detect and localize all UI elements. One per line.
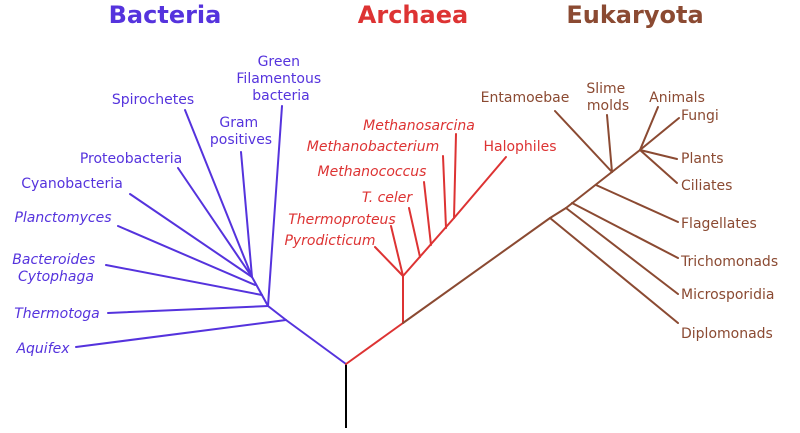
archaea-branches bbox=[345, 133, 507, 365]
microsporidia-label: Microsporidia bbox=[681, 287, 774, 303]
slime-molds-branch-line bbox=[606, 114, 613, 173]
cyanobacteria-branch-line bbox=[129, 193, 253, 278]
archaea-stem-line bbox=[345, 322, 404, 365]
trichomonads-label: Trichomonads bbox=[680, 254, 778, 270]
bacteroides-branch-line bbox=[105, 264, 263, 296]
trichomonads-branch-line bbox=[571, 202, 679, 259]
halophiles-branch-line bbox=[453, 156, 507, 219]
animals-branch-line bbox=[639, 106, 659, 151]
eukaryota-core-line bbox=[565, 149, 641, 209]
proteobacteria-label: Proteobacteria bbox=[80, 151, 182, 167]
methanobacterium-branch-line bbox=[442, 155, 447, 229]
flagellates-branch-line bbox=[595, 184, 679, 223]
slime-molds-label: Slime molds bbox=[586, 81, 629, 114]
thermoproteus-label: Thermoproteus bbox=[288, 212, 395, 228]
t-celer-branch-line bbox=[408, 207, 421, 258]
bacteria-core-line bbox=[251, 276, 269, 307]
planctomyces-branch-line bbox=[117, 225, 256, 286]
methanobacterium-label: Methanobacterium bbox=[307, 139, 440, 155]
methanococcus-branch-line bbox=[423, 181, 432, 246]
planctomyces-label: Planctomyces bbox=[14, 210, 111, 226]
gram-positives-branch-line bbox=[240, 151, 253, 278]
aquifex-branch-line bbox=[75, 319, 287, 348]
gram-positives-label: Gram positives bbox=[210, 115, 272, 148]
entamoebae-branch-line bbox=[554, 110, 613, 173]
microsporidia-branch-line bbox=[565, 207, 679, 295]
eukaryota-heading: Eukaryota bbox=[566, 1, 703, 29]
ciliates-branch-line bbox=[639, 149, 678, 184]
bacteroides-cytophaga-label: Bacteroides Cytophaga bbox=[12, 252, 99, 285]
aquifex-label: Aquifex bbox=[15, 341, 70, 357]
thermotoga-label: Thermotoga bbox=[14, 306, 100, 322]
proteobacteria-branch-line bbox=[177, 167, 253, 278]
methanosarcina-label: Methanosarcina bbox=[363, 118, 475, 134]
green-filamentous-branch-line bbox=[267, 105, 283, 307]
thermotoga-branch-line bbox=[107, 305, 269, 314]
pyrodicticum-branch-line bbox=[374, 246, 404, 277]
flagellates-label: Flagellates bbox=[681, 216, 757, 232]
spirochetes-branch-line bbox=[184, 109, 253, 278]
pyrodicticum-label: Pyrodicticum bbox=[284, 233, 375, 249]
fungi-branch-line bbox=[639, 117, 680, 151]
bacteria-inner-line bbox=[267, 305, 287, 321]
halophiles-label: Halophiles bbox=[483, 139, 556, 155]
fungi-label: Fungi bbox=[681, 108, 719, 124]
diplomonads-label: Diplomonads bbox=[681, 326, 773, 342]
archaea-heading: Archaea bbox=[358, 1, 468, 29]
eukaryota-branches bbox=[402, 106, 680, 324]
green-filamentous-label: Green Filamentous bacteria bbox=[236, 54, 325, 104]
thermoproteus-branch-line bbox=[390, 225, 404, 277]
bacteria-branches bbox=[75, 105, 347, 365]
bacteria-heading: Bacteria bbox=[109, 1, 222, 29]
eukaryota-inner-line bbox=[549, 207, 567, 219]
plants-branch-line bbox=[639, 149, 678, 160]
diplomonads-branch-line bbox=[549, 217, 679, 324]
entamoebae-label: Entamoebae bbox=[481, 90, 570, 106]
ciliates-label: Ciliates bbox=[681, 178, 732, 194]
spirochetes-label: Spirochetes bbox=[112, 92, 194, 108]
methanococcus-label: Methanococcus bbox=[318, 164, 427, 180]
animals-label: Animals bbox=[649, 90, 705, 106]
t-celer-label: T. celer bbox=[362, 190, 414, 206]
methanosarcina-branch-line bbox=[453, 133, 457, 219]
cyanobacteria-label: Cyanobacteria bbox=[21, 176, 123, 192]
bacteria-stem-line bbox=[285, 319, 347, 365]
plants-label: Plants bbox=[681, 151, 724, 167]
eukaryota-stem-line bbox=[402, 217, 551, 324]
